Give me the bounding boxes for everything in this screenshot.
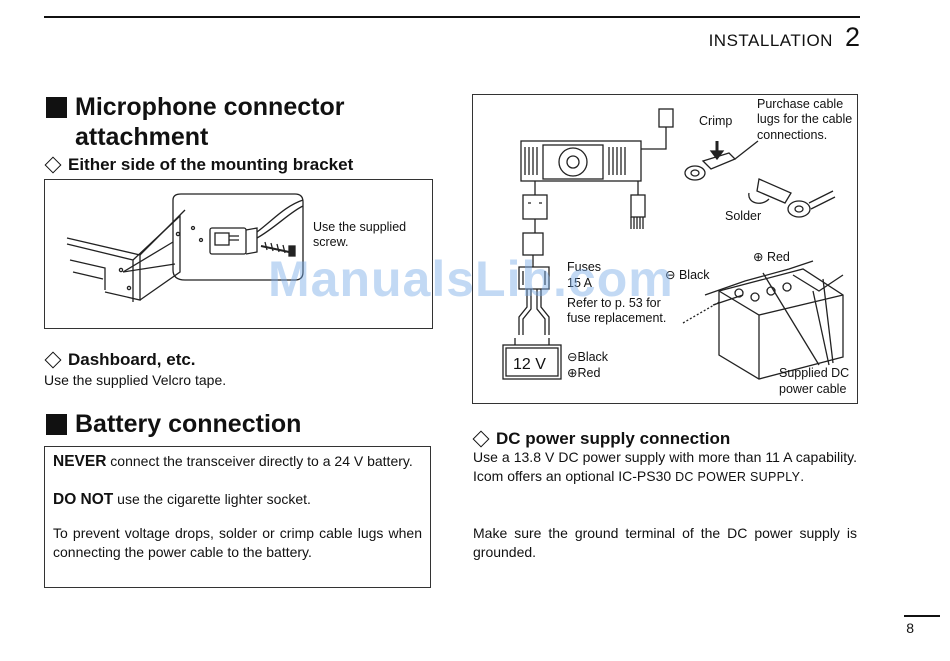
battery-heading: Battery connection xyxy=(46,409,301,439)
diamond-icon xyxy=(44,351,62,369)
figure-note-line1: Use the supplied xyxy=(313,220,406,234)
refer-line1: Refer to p. 53 for xyxy=(567,296,661,310)
either-side-heading: Either side of the mounting bracket xyxy=(44,155,353,175)
supplied-line1: Supplied DC xyxy=(779,366,849,380)
mic-heading-line1: Microphone connector xyxy=(75,93,345,121)
donot-warning: DO NOT use the cigarette lighter socket. xyxy=(53,490,422,509)
battery-heading-text: Battery connection xyxy=(75,410,302,438)
red-legend: ⊕Red xyxy=(567,366,600,380)
donot-bold: DO NOT xyxy=(53,491,114,508)
battery-warning-box: NEVER connect the transceiver directly t… xyxy=(44,446,431,588)
mic-heading-line2: attachment xyxy=(75,123,209,151)
never-bold: NEVER xyxy=(53,453,107,470)
never-text: connect the transceiver directly to a 24… xyxy=(106,453,413,469)
dc-para1-smallcaps: DC POWER SUPPLY xyxy=(675,470,801,484)
battery-12v-label: 12 V xyxy=(513,356,546,373)
bracket-figure: Use the supplied screw. xyxy=(44,179,433,329)
bracket-illustration: Use the supplied screw. xyxy=(66,193,406,302)
section-title: INSTALLATION xyxy=(708,31,833,50)
page-number: 8 xyxy=(906,620,914,636)
power-cable-illustration: Purchase cable lugs for the cable connec… xyxy=(502,97,852,396)
mic-heading: Microphone connector attachment xyxy=(46,92,344,152)
supplied-line2: power cable xyxy=(779,382,846,396)
red-top-label: ⊕ Red xyxy=(753,250,790,264)
dc-paragraph-2: Make sure the ground terminal of the DC … xyxy=(473,525,857,560)
solder-label: Solder xyxy=(725,209,761,223)
fuse-amp-label: 15 A xyxy=(567,276,593,290)
figure-note-line2: screw. xyxy=(313,235,348,249)
dc-heading: DC power supply connection xyxy=(472,429,730,449)
page-number-rule xyxy=(904,615,940,617)
dashboard-heading-text: Dashboard, etc. xyxy=(68,350,196,369)
page-header: INSTALLATION 2 xyxy=(709,22,860,53)
donot-text: use the cigarette lighter socket. xyxy=(113,491,311,507)
purchase-line3: connections. xyxy=(757,128,827,142)
diamond-icon xyxy=(44,156,62,174)
either-side-text: Either side of the mounting bracket xyxy=(68,155,354,174)
dc-paragraph-1: Use a 13.8 V DC power supply with more t… xyxy=(473,448,857,487)
dc-para1-end: . xyxy=(800,468,805,484)
prevent-text: To prevent voltage drops, solder or crim… xyxy=(53,525,422,560)
refer-line2: fuse replacement. xyxy=(567,311,666,325)
dc-para1-text: Use a 13.8 V DC power supply with more t… xyxy=(473,449,857,484)
heading-square-icon xyxy=(46,414,67,435)
crimp-label: Crimp xyxy=(699,114,732,128)
power-cable-figure: Purchase cable lugs for the cable connec… xyxy=(472,94,858,404)
black-legend: ⊖Black xyxy=(567,350,609,364)
black-top-label: ⊖ Black xyxy=(665,268,710,282)
fuses-label: Fuses xyxy=(567,260,601,274)
purchase-line2: lugs for the cable xyxy=(757,112,852,126)
header-rule xyxy=(44,16,860,18)
dashboard-text: Use the supplied Velcro tape. xyxy=(44,372,227,388)
purchase-line1: Purchase cable xyxy=(757,97,843,111)
chapter-number: 2 xyxy=(844,22,860,52)
heading-square-icon xyxy=(46,97,67,118)
diamond-icon xyxy=(472,430,490,448)
never-warning: NEVER connect the transceiver directly t… xyxy=(53,452,422,471)
dashboard-heading: Dashboard, etc. xyxy=(44,350,196,370)
dc-heading-text: DC power supply connection xyxy=(496,429,731,448)
